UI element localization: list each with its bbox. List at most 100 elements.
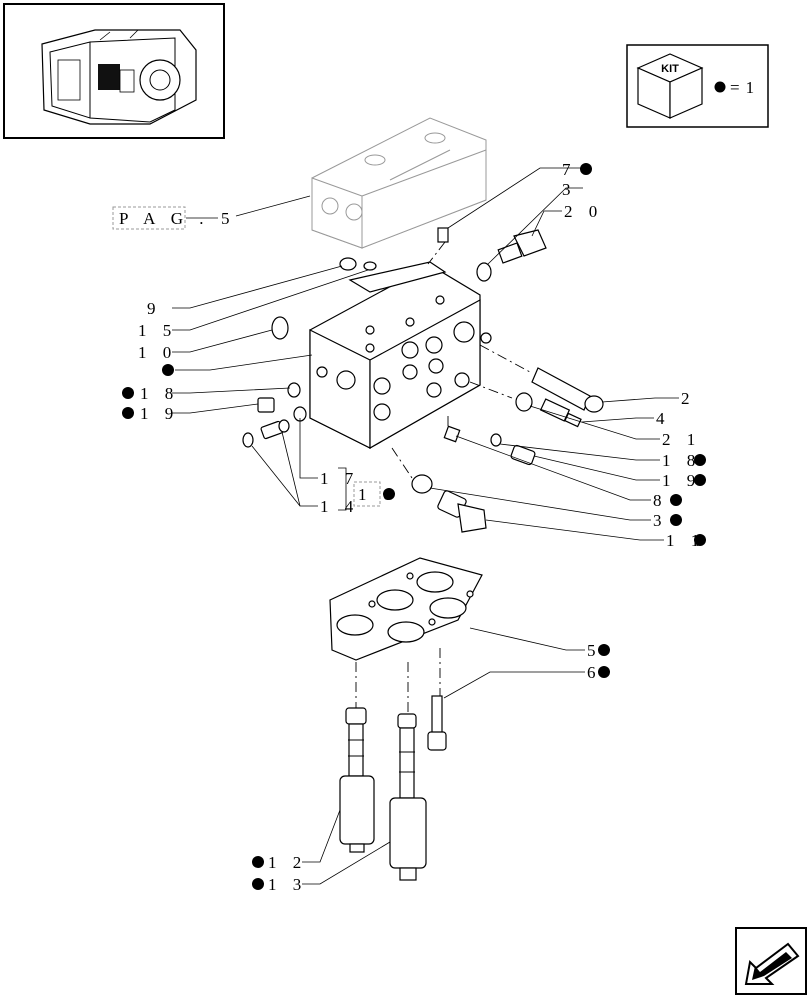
callout-number: 1 2	[268, 853, 307, 872]
callout-8: 8	[653, 491, 682, 510]
kit-dot-icon	[580, 163, 592, 175]
kit-cube-icon: KIT	[636, 53, 704, 119]
washer-21	[515, 392, 533, 412]
callout-4: 4	[656, 409, 671, 428]
callout-number: 9	[147, 299, 162, 318]
cartridge-valve-13	[389, 713, 427, 881]
callout-16: 1 6	[358, 485, 397, 504]
callout-3b: 3	[653, 511, 682, 530]
callout-number: 1 9	[662, 471, 701, 490]
callout-number: 1 0	[138, 343, 177, 362]
kit-dot-icon	[670, 494, 682, 506]
valve-ports	[316, 295, 492, 421]
callout-number: 1 6	[358, 485, 397, 504]
callout-number: 1 7	[320, 469, 359, 488]
kit-dot-icon	[252, 856, 264, 868]
callout-number: 1 5	[138, 321, 177, 340]
kit-dot-icon	[252, 878, 264, 890]
callout-11: 1 1	[666, 531, 706, 550]
callout-number: 5	[587, 641, 602, 660]
o-ring-16	[242, 432, 254, 448]
assembly-axes	[355, 241, 531, 714]
callout-number: 1 4	[320, 497, 359, 516]
kit-dot-icon	[598, 644, 610, 656]
o-ring-9	[339, 257, 357, 271]
callout-9: 9	[147, 299, 162, 318]
kit-dot-icon	[598, 666, 610, 678]
callout-19b: 1 9	[662, 471, 706, 490]
callout-number: 2 1	[662, 430, 701, 449]
kit-dot-icon	[694, 534, 706, 546]
bolt-2	[531, 367, 604, 413]
o-ring-3	[476, 262, 492, 282]
callout-number: 1 8	[662, 451, 701, 470]
callout-dot	[162, 364, 174, 376]
o-ring-18b	[490, 433, 502, 447]
callout-12: 1 2	[252, 853, 307, 872]
page-reference-text: P A G .	[119, 209, 210, 228]
kit-box-label: KIT	[661, 63, 679, 75]
callout-14: 1 4	[320, 497, 359, 516]
callout-number: 1 9	[140, 404, 179, 423]
callout-15: 1 5	[138, 321, 177, 340]
callout-3a: 3	[562, 180, 577, 199]
kit-legend: KIT =1	[626, 44, 769, 128]
callout-number: 1 8	[140, 384, 179, 403]
cartridge-valve-12	[339, 707, 375, 853]
small-parts	[242, 227, 604, 533]
fitting-20	[497, 229, 547, 264]
callout-6: 6	[587, 663, 610, 682]
callout-number: 2	[681, 389, 696, 408]
kit-dot-icon	[694, 454, 706, 466]
plug-19a	[257, 397, 275, 413]
o-ring-15	[363, 261, 377, 271]
o-ring-3b	[411, 474, 433, 494]
kit-legend-dot	[714, 81, 726, 93]
kit-dot-icon	[162, 364, 174, 376]
callout-2: 2	[681, 389, 696, 408]
page-reference-label: P A G . 5	[112, 195, 311, 230]
plug-8	[443, 425, 461, 443]
callout-number: 7	[562, 160, 577, 179]
transmission-housing-thumbnail	[41, 29, 197, 125]
screw-6	[427, 695, 447, 751]
kit-dot-icon	[670, 514, 682, 526]
kit-dot-icon	[122, 387, 134, 399]
callout-number: 1 3	[268, 875, 307, 894]
page-reference-number: 5	[221, 209, 236, 228]
callout-number: 6	[587, 663, 602, 682]
callout-number: 8	[653, 491, 668, 510]
callout-18b: 1 8	[662, 451, 706, 470]
kit-dot-icon	[694, 474, 706, 486]
callout-number: 3	[562, 180, 577, 199]
kit-dot-icon	[383, 488, 395, 500]
o-ring-10	[271, 316, 289, 340]
callout-13: 1 3	[252, 875, 307, 894]
callout-number: 3	[653, 511, 668, 530]
callout-number: 4	[656, 409, 671, 428]
plug-14	[260, 419, 290, 440]
reference-housing-ghost	[311, 117, 487, 249]
manifold-plate	[329, 557, 483, 661]
callout-18a: 1 8	[122, 384, 179, 403]
bracket-17-14	[338, 467, 381, 511]
callout-number: 1 1	[666, 531, 705, 550]
callout-5: 5	[587, 641, 610, 660]
next-page-arrow-icon[interactable]	[735, 927, 807, 995]
callout-19a: 1 9	[122, 404, 179, 423]
kit-dot-icon	[122, 407, 134, 419]
valve-block	[309, 261, 492, 450]
plug-19b	[510, 444, 536, 466]
kit-legend-value: =1	[730, 78, 760, 97]
callout-21: 2 1	[662, 430, 701, 449]
callout-10: 1 0	[138, 343, 177, 362]
callout-7: 7	[562, 160, 592, 179]
leader-lines	[172, 167, 679, 885]
plug-7	[437, 227, 449, 243]
callout-number: 2 0	[564, 202, 603, 221]
callout-17: 1 7	[320, 469, 359, 488]
plug-11	[437, 490, 487, 533]
thumbnail-frame	[3, 3, 225, 139]
